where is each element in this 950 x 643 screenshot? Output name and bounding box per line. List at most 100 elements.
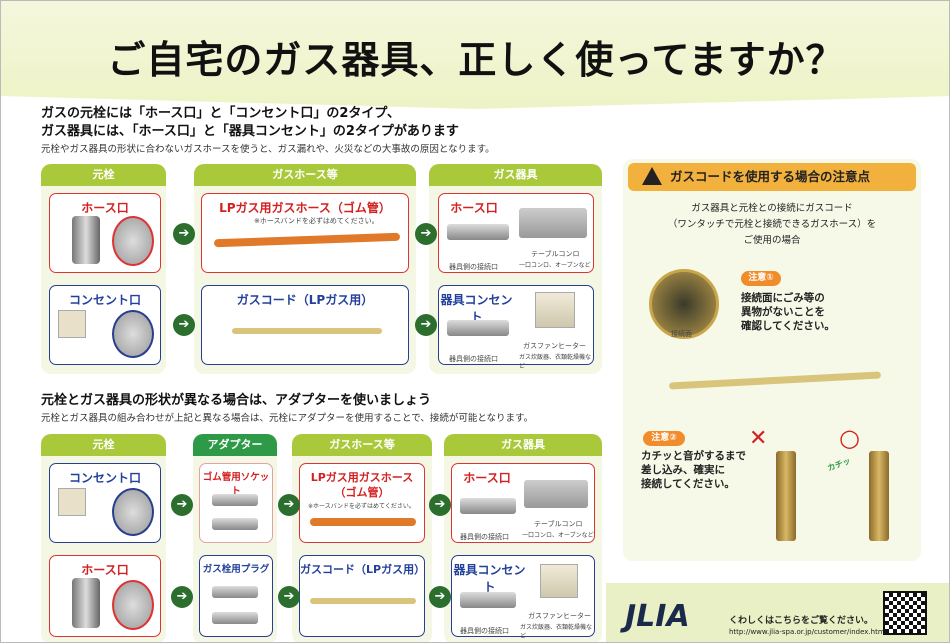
arrow-icon: ➔ (173, 223, 195, 245)
section2-heading: 元栓とガス器具の形状が異なる場合は、アダプターを使いましょう (41, 393, 432, 408)
card-label: ガスコード（LPガス用） (236, 293, 374, 307)
kigu-consent-card: 器具コンセント 器具側の接続口 ガスファンヒーター ガス炊飯器、衣類乾燥機など (438, 285, 594, 370)
note2-badge: 注意② (643, 431, 685, 446)
section1-heading2: ガス器具には、「ホース口」と「器具コンセント」の2タイプがあります (41, 124, 459, 139)
caution-intro: ガス器具と元栓との接続にガスコード （ワンタッチで元栓と接続できるガスホース）を… (623, 201, 921, 249)
kigu-hose-card-2: ホース口 器具側の接続口 テーブルコンロ 一口コンロ、オーブンなど (451, 463, 595, 543)
footer-url[interactable]: http://www.jlia-spa.or.jp/customer/index… (729, 628, 887, 636)
gas-cord-image (310, 598, 416, 604)
arrow-icon: ➔ (278, 494, 300, 516)
ng-icon: ✕ (749, 426, 768, 451)
zoom-circle (112, 580, 154, 630)
zoom-circle (112, 488, 154, 536)
warning-icon (642, 167, 662, 185)
conn-label: 器具側の接続口 (460, 533, 509, 541)
card-label: ホース口 (81, 563, 129, 577)
section2-lead: 元栓とガス器具の組み合わせが上記と異なる場合は、元栓にアダプターを使用することで… (41, 413, 534, 424)
fitting-image (447, 320, 509, 336)
note-line: カチッと音がするまで (641, 450, 746, 462)
arrow-icon: ➔ (429, 586, 451, 608)
arrow-icon: ➔ (278, 586, 300, 608)
heater-sub: ガス炊飯器、衣類乾燥機など (520, 624, 593, 640)
card-label: ガスコード（LPガス用） (300, 563, 426, 576)
arrow-icon: ➔ (173, 314, 195, 336)
hose-header: ガスホース等 (194, 164, 416, 186)
intro-line: （ワンタッチで元栓と接続できるガスホース）を (667, 219, 877, 230)
arrow-icon: ➔ (415, 223, 437, 245)
caution-title: ガスコードを使用する場合の注意点 (670, 169, 871, 184)
motosen-hose-card: ホース口 (49, 193, 161, 273)
fitting-image (460, 498, 516, 514)
note-line: 差し込み、確実に (641, 464, 725, 476)
motosen-consent-card: コンセント口 (49, 285, 161, 365)
footer-text: くわしくはこちらをご覧ください。 (729, 616, 874, 626)
stove-label: テーブルコンロ (534, 520, 583, 528)
ok-connector-image (869, 451, 889, 541)
connector-face-image (649, 269, 719, 339)
kigu-consent-card-2: 器具コンセント 器具側の接続口 ガスファンヒーター ガス炊飯器、衣類乾燥機など (451, 555, 595, 640)
card-label: ホース口 (463, 471, 511, 485)
card-label: （ゴム管） (334, 486, 390, 499)
plug-image (212, 612, 258, 624)
note1-text: 接続面にごみ等の 異物がないことを 確認してください。 (741, 291, 835, 333)
note1-badge: 注意① (741, 271, 781, 286)
stove-image (519, 208, 587, 238)
conn-label: 器具側の接続口 (449, 263, 498, 271)
socket-image (212, 494, 258, 506)
motosen-hose-card-2: ホース口 (49, 555, 161, 637)
card-label: ガス栓用プラグ (202, 564, 270, 575)
card-label: ゴム管用ソケット (202, 472, 270, 497)
conn-label: 器具側の接続口 (449, 355, 498, 363)
zoom-circle (112, 310, 154, 358)
arrow-icon: ➔ (171, 586, 193, 608)
conn-face-label: 接続面 (671, 330, 692, 338)
gas-cord-card: ガスコード（LPガス用） (201, 285, 409, 365)
fitting-image (447, 224, 509, 240)
caution-header: ガスコードを使用する場合の注意点 (628, 163, 916, 191)
stove-image (524, 480, 588, 508)
gas-cord-card-2: ガスコード（LPガス用） (299, 555, 425, 637)
stove-label: テーブルコンロ (531, 250, 580, 258)
section1-heading1: ガスの元栓には「ホース口」と「コンセント口」の2タイプ、 (41, 106, 401, 121)
lp-hose-card: LPガス用ガスホース（ゴム管） ※ホースバンドを必ずはめてください。 (201, 193, 409, 273)
note-line: 接続面にごみ等の (741, 292, 825, 304)
heater-image (540, 564, 578, 598)
card-label: コンセント口 (68, 471, 141, 485)
qr-code-icon[interactable] (883, 591, 927, 635)
card-label: LPガス用ガスホース (310, 471, 414, 484)
kigu-hose-card: ホース口 器具側の接続口 テーブルコンロ 一口コンロ、オーブンなど (438, 193, 594, 273)
heater-label: ガスファンヒーター (528, 612, 591, 620)
intro-line: ガス器具と元栓との接続にガスコード (691, 203, 853, 214)
heater-image (535, 292, 575, 328)
note-line: 接続してください。 (641, 478, 735, 490)
arrow-icon: ➔ (429, 494, 451, 516)
title-banner (1, 1, 949, 109)
card-label: ホース口 (450, 201, 498, 215)
gas-cord-image (232, 328, 382, 334)
note-line: 確認してください。 (741, 320, 835, 332)
outlet-image (58, 488, 86, 516)
plug-image (212, 586, 258, 598)
note-text: ※ホースバンドを必ずはめてください。 (308, 503, 415, 510)
ng-connector-image (776, 451, 796, 541)
hose-header-2: ガスホース等 (292, 434, 432, 456)
motosen-header: 元栓 (41, 164, 166, 186)
motosen-header-2: 元栓 (41, 434, 166, 456)
fitting-image (460, 592, 516, 608)
arrow-icon: ➔ (415, 314, 437, 336)
kigu-header: ガス器具 (429, 164, 602, 186)
valve-image (72, 578, 100, 628)
card-label: コンセント口 (68, 293, 141, 307)
note-line: 異物がないことを (741, 306, 825, 318)
stove-sub: 一口コンロ、オーブンなど (519, 262, 591, 269)
section1-lead: 元栓やガス器具の形状に合わないガスホースを使うと、ガス漏れや、火災などの大事故の… (41, 144, 495, 155)
kigu-header-2: ガス器具 (444, 434, 602, 456)
orange-hose (310, 518, 416, 526)
heater-sub: ガス炊飯器、衣類乾燥機など (519, 354, 592, 370)
card-label: LPガス用ガスホース（ゴム管） (219, 201, 391, 215)
socket-card: ゴム管用ソケット (199, 463, 273, 543)
socket-image (212, 518, 258, 530)
arrow-icon: ➔ (171, 494, 193, 516)
heater-label: ガスファンヒーター (523, 342, 586, 350)
